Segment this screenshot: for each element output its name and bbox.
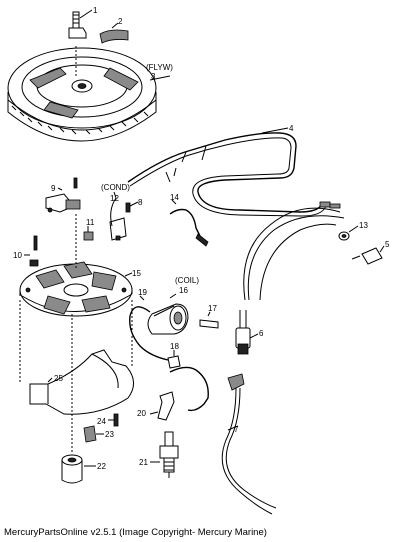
part-5-connector[interactable] [351,245,385,265]
part-6-terminal[interactable] [235,310,259,355]
part-9-point-set[interactable] [45,177,81,213]
label-part-6: 6 [259,329,264,338]
part-21-spark-plug[interactable] [150,431,179,478]
part-22-cam[interactable] [61,454,96,484]
part-1-flywheel-nut[interactable] [68,9,93,39]
part-3-flywheel[interactable] [7,47,171,142]
label-part-2: 2 [118,17,123,26]
part-11-cam-follower[interactable] [83,226,94,241]
part-7-ground-lead[interactable] [221,373,277,515]
label-part-18: 18 [170,342,179,351]
part-8-screw[interactable] [125,201,139,213]
label-part-10: 10 [13,251,22,260]
part-18-clip[interactable] [167,350,181,369]
label-part-4: 4 [289,124,294,133]
stop-switch-leads [243,207,345,301]
part-12-condenser[interactable] [109,191,127,241]
part-10-screw[interactable] [24,235,39,267]
part-14-lead-wire[interactable] [169,199,209,247]
label-part-24: 24 [97,417,106,426]
part-20-spark-plug-boot[interactable] [149,366,209,421]
label-part-12: 12 [110,194,119,203]
label-part-16: 16 [179,286,188,295]
label-part-13: 13 [359,221,368,230]
label-part-1: 1 [93,6,98,15]
label-part-20: 20 [137,409,146,418]
label-part-19: 19 [138,288,147,297]
label-part-15: 15 [132,269,141,278]
part-24-screw[interactable] [108,413,119,427]
part-19-coil-lead[interactable] [129,295,169,361]
part-2-flywheel-key[interactable] [99,22,129,44]
label-flywheel-code: (FLYW) [146,63,173,72]
label-part-14: 14 [170,193,179,202]
part-15-stator-plate[interactable] [19,261,133,317]
label-condenser-code: (COND) [101,183,130,192]
alignment-lines [19,46,133,454]
label-part-23: 23 [105,430,114,439]
label-coil-code: (COIL) [175,276,199,285]
label-part-11: 11 [86,218,95,227]
label-part-5: 5 [385,240,390,249]
part-17-clip[interactable] [199,311,219,329]
part-23-key[interactable] [83,425,104,443]
label-part-7: 7 [234,425,239,434]
part-13-grommet[interactable] [338,225,359,241]
copyright-footer: MercuryPartsOnline v2.5.1 (Image Copyrig… [4,527,267,538]
label-part-21: 21 [139,458,148,467]
part-4-wiring-harness[interactable] [127,127,341,217]
label-part-22: 22 [97,462,106,471]
label-part-17: 17 [208,304,217,313]
part-25-retainer-plate[interactable] [29,349,134,415]
label-part-8: 8 [138,198,143,207]
label-part-3: 3 [151,72,156,81]
label-part-9: 9 [51,184,56,193]
label-part-25: 25 [54,374,63,383]
part-16-ignition-coil[interactable] [147,293,189,335]
